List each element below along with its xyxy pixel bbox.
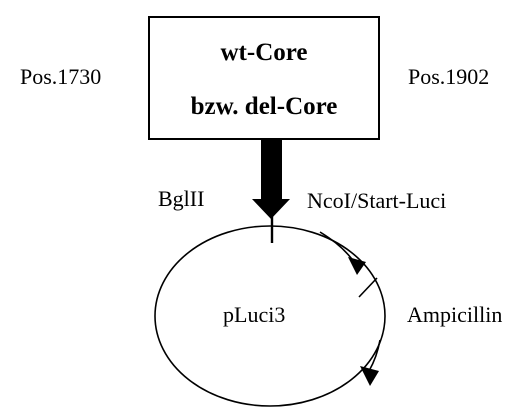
left-position-label: Pos.1730 — [20, 64, 102, 89]
right-position-label: Pos.1902 — [408, 64, 490, 89]
insert-name: wt-Core — [220, 39, 308, 66]
ampicillin-gene-arrow-icon — [360, 366, 379, 386]
ampicillin-label: Ampicillin — [407, 302, 503, 327]
restriction-site-tick-icon — [358, 277, 378, 298]
insert-box: wt-Core bzw. del-Core — [148, 16, 380, 140]
ampicillin-gene-arc — [368, 339, 381, 372]
ncoi-start-luci-label: NcoI/Start-Luci — [307, 188, 447, 213]
plasmid-circle — [154, 225, 386, 407]
insertion-arrow-icon — [252, 140, 290, 219]
insert-alternative: bzw. del-Core — [190, 93, 338, 120]
bglii-site-label: BglII — [158, 186, 205, 211]
luciferase-gene-arrow-icon — [348, 257, 366, 275]
plasmid-name-label: pLuci3 — [223, 302, 286, 327]
